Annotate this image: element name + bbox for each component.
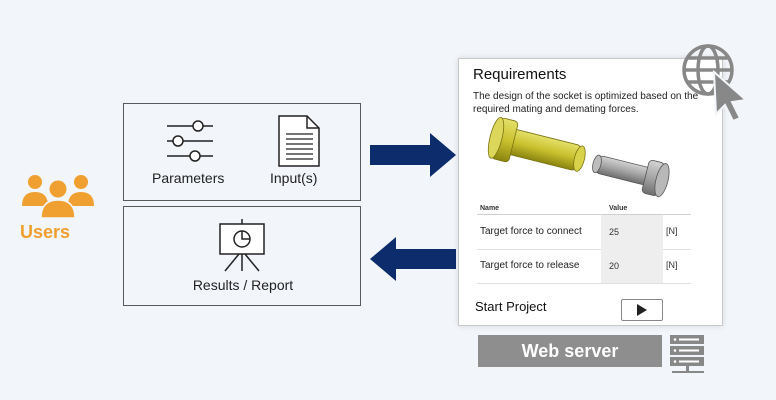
results-label: Results / Report bbox=[192, 277, 294, 293]
release-force-input[interactable]: 20 bbox=[601, 249, 663, 283]
panel-title: Requirements bbox=[473, 66, 567, 83]
table-row-divider bbox=[477, 249, 691, 250]
document-icon bbox=[278, 115, 320, 167]
connect-force-input[interactable]: 25 bbox=[601, 215, 663, 249]
presentation-chart-icon bbox=[219, 219, 265, 272]
start-project-button[interactable] bbox=[621, 299, 663, 321]
parameters-label: Parameters bbox=[152, 170, 225, 186]
table-row-divider bbox=[477, 283, 691, 284]
panel-description: The design of the socket is optimized ba… bbox=[473, 91, 699, 115]
socket-parts-illustration bbox=[487, 117, 670, 198]
table-divider bbox=[477, 214, 691, 215]
arrow-right-icon bbox=[370, 133, 456, 177]
row-label-connect: Target force to connect bbox=[480, 226, 582, 237]
requirements-panel: Requirements The design of the socket is… bbox=[458, 58, 723, 326]
row-label-release: Target force to release bbox=[480, 260, 580, 271]
arrow-left-icon bbox=[370, 237, 456, 281]
input-box: Parameters Input(s) bbox=[123, 103, 361, 201]
sliders-icon bbox=[167, 120, 213, 162]
inputs-label: Input(s) bbox=[270, 170, 318, 186]
server-icon bbox=[670, 335, 704, 373]
table-header-name: Name bbox=[480, 205, 500, 212]
start-project-label: Start Project bbox=[475, 299, 547, 314]
web-server-label: Web server bbox=[478, 335, 662, 367]
globe-cursor-icon bbox=[682, 44, 749, 123]
output-box: Results / Report bbox=[123, 206, 361, 306]
users-label: Users bbox=[20, 222, 71, 242]
release-force-unit: [N] bbox=[666, 260, 678, 270]
play-icon bbox=[637, 304, 647, 316]
connect-force-unit: [N] bbox=[666, 226, 678, 236]
table-header-value: Value bbox=[609, 205, 628, 212]
users-icon bbox=[22, 175, 94, 218]
